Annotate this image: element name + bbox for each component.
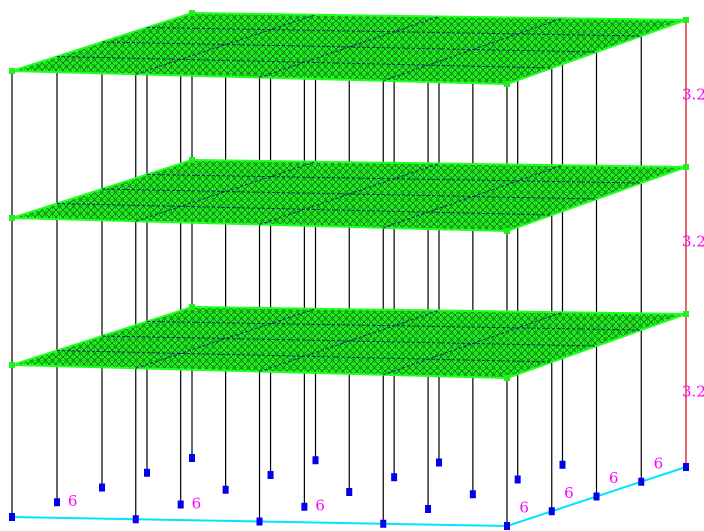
columns <box>11 13 687 526</box>
base-node <box>256 517 263 526</box>
slab-grid-line <box>383 17 563 82</box>
bay-width-label-side: 6 <box>519 499 529 517</box>
slab-corner-node <box>189 304 195 310</box>
bay-width-label-front: 6 <box>68 492 78 510</box>
floor-slab-3 <box>11 11 687 86</box>
base-node <box>559 460 566 469</box>
nodes <box>9 10 689 530</box>
slab-corner-node <box>9 68 15 74</box>
base-node <box>469 490 476 499</box>
base-node <box>638 477 645 486</box>
storey-height-label: 3.2 <box>682 383 704 401</box>
slab-corner-node <box>504 228 510 234</box>
base-node <box>9 513 15 521</box>
slab-grid-line <box>135 161 316 222</box>
slab-corner-node <box>189 10 195 16</box>
base-node <box>144 468 150 477</box>
base-node <box>222 485 229 494</box>
slab-grid-line <box>56 56 552 69</box>
base-node <box>301 502 308 511</box>
base-node <box>189 454 195 462</box>
base-node <box>504 522 510 530</box>
base-node <box>391 473 398 482</box>
floor-slab-2 <box>11 158 687 233</box>
slab-grid-line <box>146 321 642 331</box>
bay-width-label-front: 6 <box>315 497 325 515</box>
base-node <box>683 463 689 471</box>
slab-corner-node <box>683 164 689 170</box>
slab-corner-node <box>504 375 510 381</box>
dimension-labels: 3.2 3.2 3.2 6 6 6 6 6 6 6 <box>68 86 704 517</box>
base-node <box>312 456 319 465</box>
slab-corner-node <box>683 311 689 317</box>
slab-grid-line <box>101 335 597 347</box>
bay-width-label-side: 6 <box>564 484 574 502</box>
base-node <box>514 475 521 484</box>
base-node <box>436 458 442 467</box>
slab-grid-line <box>146 27 642 37</box>
storey-height-label: 3.2 <box>682 86 704 104</box>
slab-grid-line <box>259 163 440 225</box>
base-node <box>99 483 105 492</box>
slab-grid-line <box>56 350 552 363</box>
base-node <box>54 498 60 507</box>
slab-grid-line <box>383 164 563 229</box>
base-node <box>132 515 139 524</box>
slab-grid-line <box>259 310 440 372</box>
slab-corner-node <box>504 81 510 87</box>
slab-grid-line <box>383 311 563 376</box>
base-node <box>425 505 432 513</box>
slab-corner-node <box>683 17 689 23</box>
slab-corner-node <box>9 362 15 368</box>
slab-grid-line <box>135 14 316 75</box>
base-node <box>548 507 555 516</box>
base-node <box>267 471 274 479</box>
floor-slabs <box>11 11 687 380</box>
storey-height-label: 3.2 <box>682 233 704 251</box>
slab-corner-node <box>9 215 15 221</box>
slab-grid-line <box>259 16 440 78</box>
slab-grid-line <box>135 308 316 369</box>
floor-slab-1 <box>11 305 687 380</box>
slab-grid-line <box>146 174 642 184</box>
slab-grid-line <box>56 203 552 216</box>
bay-width-label-front: 6 <box>192 494 202 512</box>
slab-grid-line <box>101 41 597 53</box>
base-node <box>177 500 184 509</box>
slab-grid-line <box>101 188 597 200</box>
bay-width-label-side: 6 <box>609 469 619 487</box>
slab-corner-node <box>189 157 195 163</box>
base-node <box>346 488 353 496</box>
base-node <box>380 519 387 528</box>
bay-width-label-side: 6 <box>654 454 664 472</box>
base-node <box>593 492 600 501</box>
